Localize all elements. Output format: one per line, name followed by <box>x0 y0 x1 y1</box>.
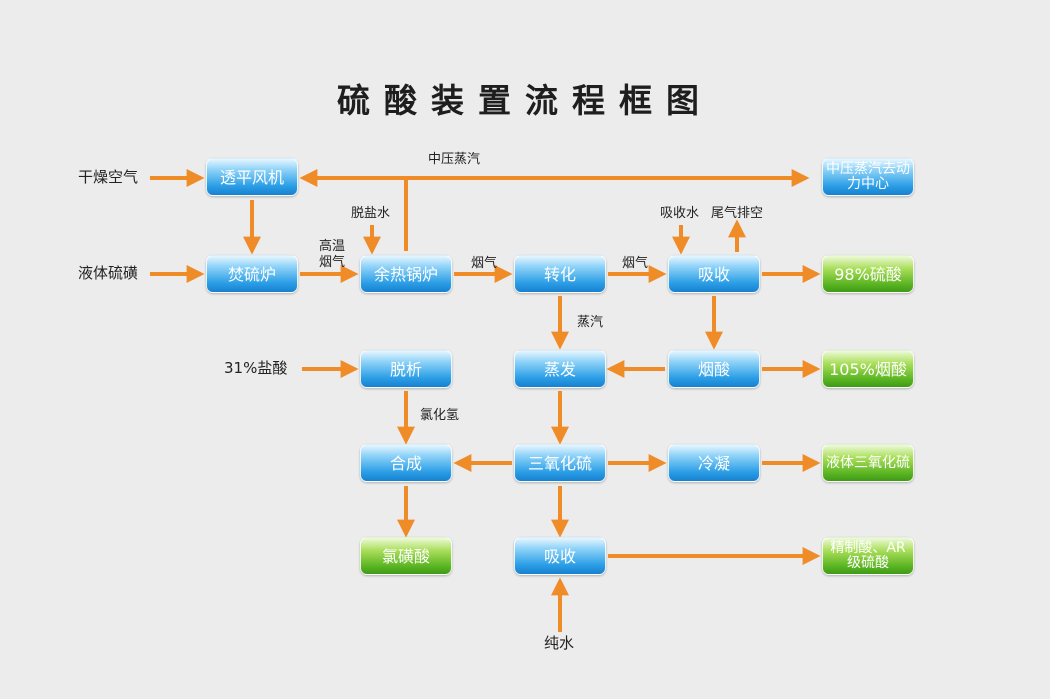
node-liquid-so3: 液体三氧化硫 <box>822 444 914 482</box>
label-desalted-water: 脱盐水 <box>351 206 391 221</box>
node-refined: 精制酸、AR级硫酸 <box>822 537 914 575</box>
node-fan: 透平风机 <box>206 158 298 196</box>
page-title: 硫酸装置流程框图 <box>337 81 713 120</box>
node-so3: 三氧化硫 <box>514 444 606 482</box>
node-oleum105: 105%烟酸 <box>822 350 914 388</box>
node-acid98: 98%硫酸 <box>822 255 914 293</box>
label-hot-flue: 高温烟气 <box>318 239 345 270</box>
label-hcl-gas: 氯化氢 <box>420 408 460 423</box>
label-flue-2: 烟气 <box>622 256 649 271</box>
node-desorb: 脱析 <box>360 350 452 388</box>
input-dry-air: 干燥空气 <box>78 168 139 186</box>
node-condense: 冷凝 <box>668 444 760 482</box>
input-hcl31: 31%盐酸 <box>224 359 288 377</box>
node-furnace: 焚硫炉 <box>206 255 298 293</box>
label-absorb-water: 吸收水 <box>660 206 700 221</box>
label-flue-1: 烟气 <box>471 256 498 271</box>
label-mp-steam: 中压蒸汽 <box>428 152 481 167</box>
node-boiler: 余热锅炉 <box>360 255 452 293</box>
node-chlorosulfonic: 氯磺酸 <box>360 537 452 575</box>
node-oleum: 烟酸 <box>668 350 760 388</box>
node-conversion: 转化 <box>514 255 606 293</box>
label-tail-gas: 尾气排空 <box>711 206 764 221</box>
label-steam: 蒸汽 <box>577 315 604 330</box>
node-absorb2: 吸收 <box>514 537 606 575</box>
input-liquid-sulfur: 液体硫磺 <box>78 264 139 282</box>
input-pure-water: 纯水 <box>544 634 575 652</box>
node-steam-out: 中压蒸汽去动力中心 <box>822 158 914 196</box>
node-synthesis: 合成 <box>360 444 452 482</box>
node-evaporate: 蒸发 <box>514 350 606 388</box>
node-absorb1: 吸收 <box>668 255 760 293</box>
